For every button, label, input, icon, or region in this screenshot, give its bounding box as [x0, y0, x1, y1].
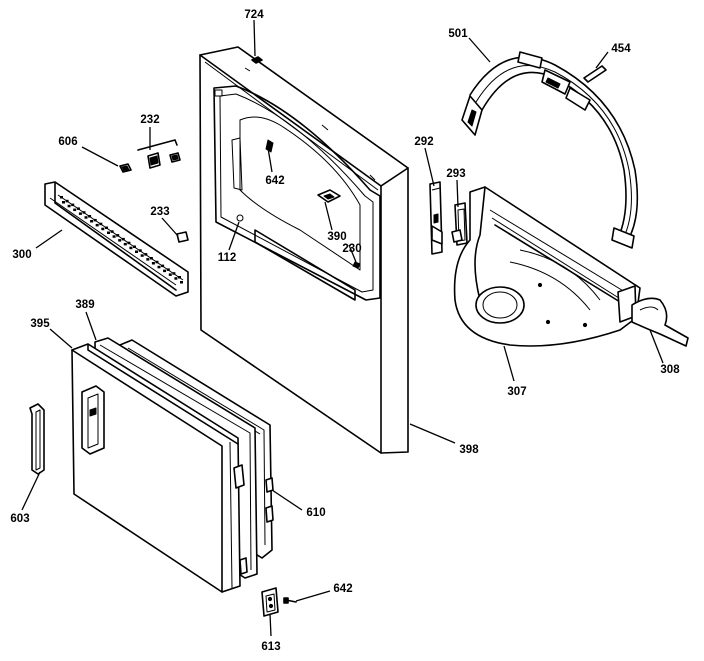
- trim-perforation: [60, 196, 63, 199]
- trim-perforation: [90, 220, 94, 223]
- callout-642-lower: 642: [333, 583, 352, 595]
- leader-lines: [21, 19, 664, 637]
- door-hinge-613: [261, 587, 297, 617]
- callout-610: 610: [306, 507, 325, 519]
- trim-perforation: [161, 264, 165, 268]
- trim-perforation: [157, 265, 161, 269]
- callout-232: 232: [140, 114, 159, 126]
- callout-613: 613: [261, 641, 280, 653]
- trim-perforation: [151, 262, 155, 265]
- trim-perforation: [163, 269, 167, 273]
- screw-724-icon: [251, 56, 263, 64]
- callout-606: 606: [58, 136, 77, 148]
- duct-seal-308: [631, 297, 689, 347]
- trim-perforation: [105, 226, 108, 229]
- trim-perforation: [82, 211, 86, 214]
- trim-perforation: [78, 212, 82, 215]
- spring-clip-454: [583, 65, 607, 83]
- callout-292: 292: [414, 136, 433, 148]
- callout-307: 307: [507, 386, 526, 398]
- trim-perforation: [123, 242, 127, 246]
- switch-assembly: [119, 139, 189, 243]
- trim-perforation: [107, 231, 110, 234]
- trim-perforation: [138, 249, 142, 252]
- trim-perforation: [144, 253, 148, 256]
- door-assembly: [71, 337, 274, 593]
- screw-230-icon: [352, 261, 361, 269]
- trim-perforation: [121, 237, 125, 241]
- trim-perforation: [166, 268, 170, 271]
- trim-perforation: [135, 250, 138, 253]
- bracket-293: [451, 202, 468, 246]
- panel-screws: [236, 56, 361, 269]
- front-bulkhead-307: [453, 186, 641, 347]
- trim-perforation: [76, 207, 80, 210]
- callout-501: 501: [448, 28, 468, 40]
- callout-230: 230: [342, 243, 361, 255]
- trim-perforation: [116, 234, 120, 237]
- trim-perforation: [149, 257, 153, 260]
- screw-112-icon: [236, 214, 244, 222]
- trim-perforation: [84, 216, 88, 219]
- drum-seal-501: [461, 51, 639, 249]
- trim-perforation: [93, 218, 97, 222]
- callout-308: 308: [660, 364, 680, 376]
- front-trim-300: [44, 181, 189, 297]
- callout-300: 300: [12, 249, 31, 261]
- trim-perforations: [60, 196, 183, 284]
- callout-389: 389: [75, 299, 94, 311]
- callout-390: 390: [327, 231, 346, 243]
- trim-perforation: [118, 239, 122, 242]
- front-panel: [199, 46, 409, 454]
- trim-perforation: [172, 272, 176, 275]
- trim-perforation: [101, 227, 105, 231]
- trim-perforation: [180, 281, 183, 284]
- callout-395: 395: [30, 318, 50, 330]
- trim-perforation: [62, 201, 65, 204]
- trim-perforation: [112, 235, 116, 238]
- callout-112: 112: [218, 252, 237, 264]
- bracket-292: [429, 181, 443, 255]
- trim-perforation: [155, 260, 159, 264]
- trim-perforation: [71, 203, 75, 207]
- trim-perforation: [73, 208, 77, 212]
- callout-233: 233: [150, 206, 169, 218]
- trim-perforation: [67, 204, 71, 208]
- door-handle-603: [29, 403, 45, 475]
- callout-293: 293: [446, 168, 465, 180]
- clip-233-icon: [176, 231, 189, 243]
- trim-perforation: [146, 258, 150, 261]
- trim-perforation: [110, 230, 114, 233]
- trim-perforation: [133, 245, 136, 248]
- callout-603: 603: [10, 513, 29, 525]
- trim-perforation: [140, 254, 144, 257]
- trim-perforation: [168, 273, 172, 276]
- trim-perforation: [127, 241, 131, 245]
- callout-labels: 724 501 454 232 606 642 292 293 233 390 …: [10, 9, 680, 653]
- callout-398: 398: [459, 444, 479, 456]
- trim-perforation: [178, 276, 181, 279]
- trim-perforation: [174, 277, 178, 280]
- trim-perforation: [99, 222, 103, 226]
- trim-perforation: [88, 215, 92, 218]
- callout-724: 724: [244, 9, 264, 21]
- callout-642-upper: 642: [265, 175, 284, 187]
- trim-perforation: [129, 246, 133, 250]
- trim-perforation: [95, 223, 99, 227]
- trim-perforation: [65, 199, 69, 203]
- callout-454: 454: [611, 43, 631, 55]
